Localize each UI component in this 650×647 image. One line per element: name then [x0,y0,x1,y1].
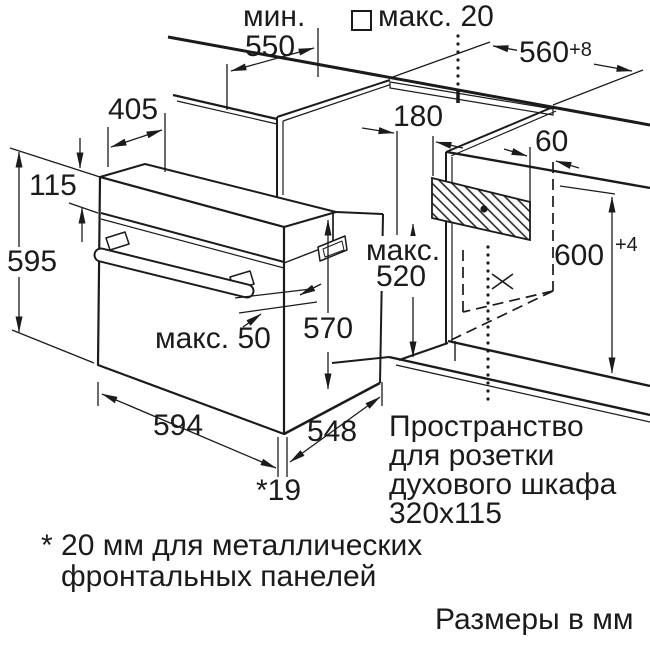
dim-60-left-arrow [503,148,528,157]
units-note: Размеры в мм [435,603,634,636]
ext-560-left [389,41,491,79]
label-180: 180 [393,100,444,133]
socket-note-line-4: 320x115 [389,497,502,530]
label-594: 594 [153,409,204,442]
handle-bracket-left [105,231,130,251]
fascia-bottom-line-2 [100,218,285,269]
cross-stroke-2 [491,273,514,290]
dim-60-right-arrow [555,160,580,169]
dimension-lines [9,10,644,477]
label-520: 520 [374,260,429,293]
socket-note-line-2: для розетки [389,439,555,472]
niche-left-wall-top-2 [282,83,393,122]
handle-bar-fill [95,249,253,297]
socket-area [431,176,531,242]
worktop-right-front-edge [446,150,650,190]
center-dotted-lines [456,34,490,405]
niche-left-wall-top [276,79,391,118]
label-115: 115 [29,169,77,202]
label-570: 570 [301,312,356,345]
dim-180-left-arrow [361,127,395,135]
footnote-line-1: * 20 мм для металлических [41,529,423,562]
label-wall-gap: макс. 20 [378,0,494,33]
niche-lines [276,79,650,423]
base-front-edge-2 [395,364,650,423]
niche-right-wall-top-2 [450,110,557,157]
oven-top-right-edge [335,211,384,215]
floor-cross-mark [491,273,514,290]
footnote-line-2: фронтальных панелей [61,560,377,593]
niche-hidden-edges [448,162,554,342]
ext-115-bottom [68,202,99,214]
dim-550 [230,47,315,72]
oven [93,163,384,436]
label-maks: макс. [364,234,443,267]
handle-depth-plane-1 [234,288,312,299]
fascia-bottom-line [100,212,285,263]
handle-depth-leader [242,313,262,328]
label-door-gap: *19 [256,474,302,507]
worktop-left-front-edge [172,93,278,121]
niche-width-value: 560 [519,36,570,69]
handle-depth-arrow [299,283,322,296]
socket-note-line-1: Пространство [389,410,584,443]
dim-548 [289,396,381,463]
socket-marker-dot [480,205,488,213]
wall-spacer-strip [389,81,554,116]
base-front-edge [388,355,650,417]
label-maks-50: макс. 50 [155,322,271,355]
niche-floor-front-left [398,342,449,361]
dim-594 [101,393,277,469]
ext-560-right [552,69,644,106]
label-595: 595 [5,245,60,278]
niche-floor-right-edge [448,290,554,342]
niche-right-wall-top [445,106,554,153]
worktop-left-front-edge-2 [176,100,278,125]
label-600: 600 [554,239,605,272]
socket-note-line-3: духового шкафа [389,468,617,501]
niche-width-tolerance: +8 [569,39,592,61]
handle-depth-plane-2 [238,301,318,314]
label-405: 405 [108,93,159,126]
square-symbol [351,10,372,31]
niche-floor-back-edge [462,290,554,313]
label-min: мин. [243,0,306,33]
label-min-550: 550 [245,30,296,63]
ext-595-bottom [11,329,95,364]
label-600-tolerance: +4 [615,234,638,256]
dim-180-right-arrow [435,141,464,149]
ext-600-top [559,185,616,195]
label-548: 548 [307,415,358,448]
label-niche-width: 560+8 [517,36,594,69]
ext-595-top [9,147,101,178]
label-60: 60 [535,125,569,158]
niche-floor-front-right [447,339,650,388]
dim-405 [110,129,163,148]
